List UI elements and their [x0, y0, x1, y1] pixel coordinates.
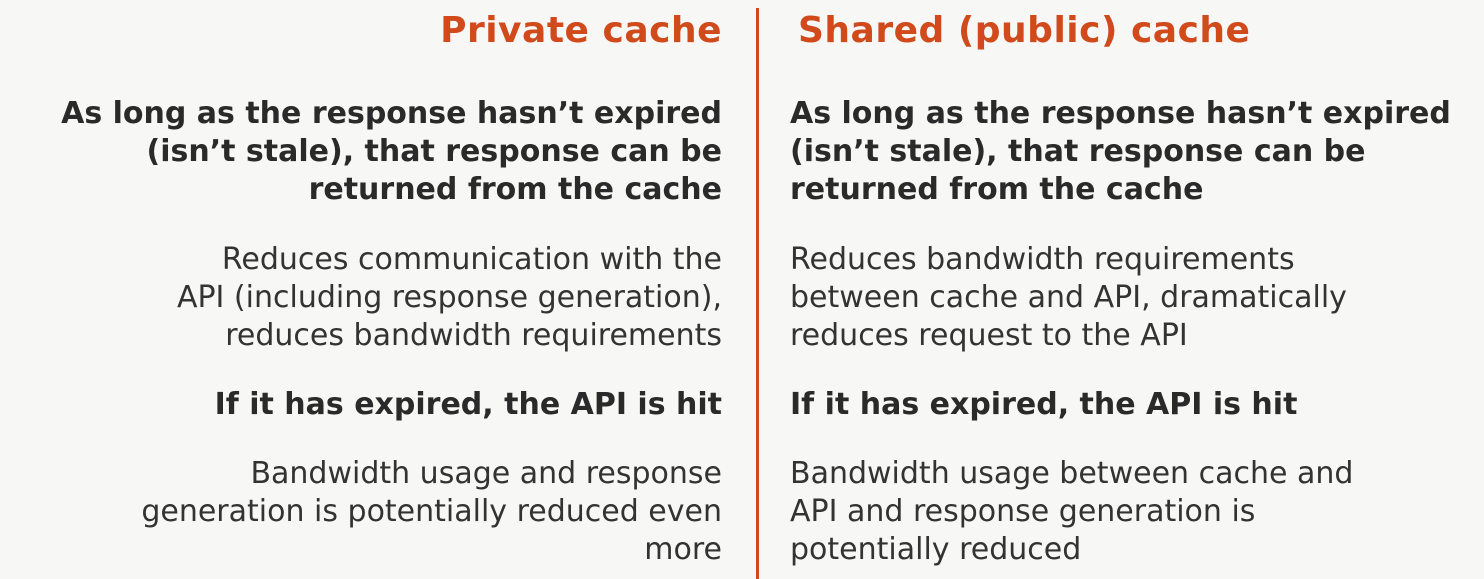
text-line: As long as the response hasn’t expired — [61, 96, 722, 131]
text-line: Reduces communication with the — [221, 242, 722, 277]
text-line: As long as the response hasn’t expired — [790, 96, 1451, 131]
text-line: returned from the cache — [308, 172, 722, 207]
private-cache-expiry-text: As long as the response hasn’t expired (… — [20, 95, 722, 209]
text-line: API (including response generation), — [176, 280, 722, 315]
text-line: (isn’t stale), that response can be — [790, 134, 1366, 169]
private-cache-benefit-text: Reduces communication with the API (incl… — [20, 241, 722, 355]
text-line: If it has expired, the API is hit — [214, 387, 722, 422]
text-line: between cache and API, dramatically — [790, 280, 1347, 315]
text-line: If it has expired, the API is hit — [790, 387, 1298, 422]
text-line: (isn’t stale), that response can be — [146, 134, 722, 169]
text-line: API and response generation is — [790, 494, 1256, 529]
text-line: returned from the cache — [790, 172, 1204, 207]
text-line: Reduces bandwidth requirements — [790, 242, 1295, 277]
text-line: generation is potentially reduced even — [141, 494, 722, 529]
text-line: reduces bandwidth requirements — [225, 318, 722, 353]
column-divider — [756, 8, 759, 579]
shared-cache-benefit-text: Reduces bandwidth requirements between c… — [790, 241, 1480, 355]
shared-cache-bandwidth-text: Bandwidth usage between cache and API an… — [790, 455, 1480, 569]
text-line: Bandwidth usage and response — [250, 456, 722, 491]
private-cache-heading: Private cache — [440, 10, 722, 51]
private-cache-bandwidth-text: Bandwidth usage and response generation … — [20, 455, 722, 569]
shared-cache-expired-text: If it has expired, the API is hit — [790, 386, 1480, 424]
text-line: Bandwidth usage between cache and — [790, 456, 1354, 491]
text-line: potentially reduced — [790, 532, 1082, 567]
private-cache-expired-text: If it has expired, the API is hit — [20, 386, 722, 424]
text-line: reduces request to the API — [790, 318, 1188, 353]
shared-cache-expiry-text: As long as the response hasn’t expired (… — [790, 95, 1480, 209]
text-line: more — [644, 532, 722, 567]
shared-cache-heading: Shared (public) cache — [798, 10, 1251, 51]
